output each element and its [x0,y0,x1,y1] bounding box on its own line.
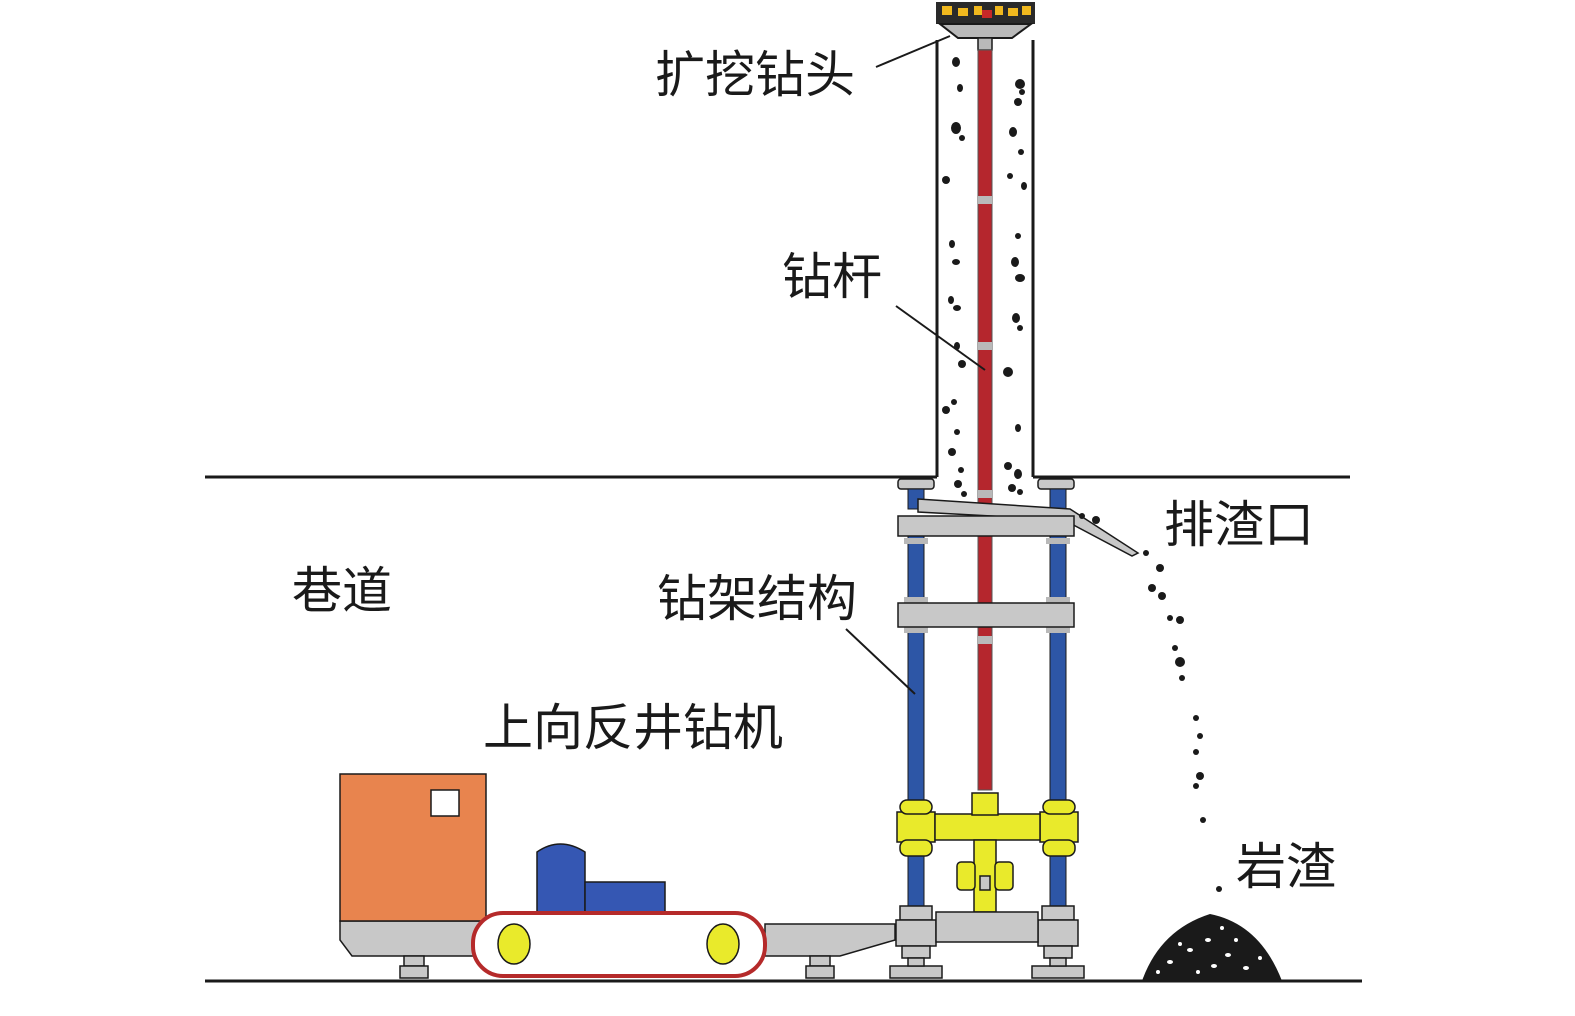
drill-base [889,905,1085,979]
power-head-clamp [896,792,1079,913]
label-drill-rod: 钻杆 [782,248,882,306]
falling-slag [1079,513,1222,892]
leader-line-reaming-bit [875,35,951,68]
label-tunnel: 巷道 [292,562,392,620]
shaft-rock-fragments [942,57,1027,497]
power-unit-box [339,773,487,922]
shaft [935,40,1035,477]
label-drill-frame: 钻架结构 [657,570,857,628]
rock-slag-pile [1142,914,1282,981]
reaming-bit [936,2,1035,51]
label-rock-slag: 岩渣 [1236,838,1336,896]
crawler-track [471,911,767,978]
label-raise-boring-machine: 上向反井钻机 [483,699,783,757]
leader-line-drill-rod [895,305,986,371]
drill-rod [977,49,993,791]
label-slag-outlet: 排渣口 [1164,496,1314,554]
motor-unit [536,843,666,913]
label-reaming-bit: 扩挖钻头 [655,46,855,104]
leader-line-drill-frame [845,628,916,695]
machine-chassis [339,920,896,979]
